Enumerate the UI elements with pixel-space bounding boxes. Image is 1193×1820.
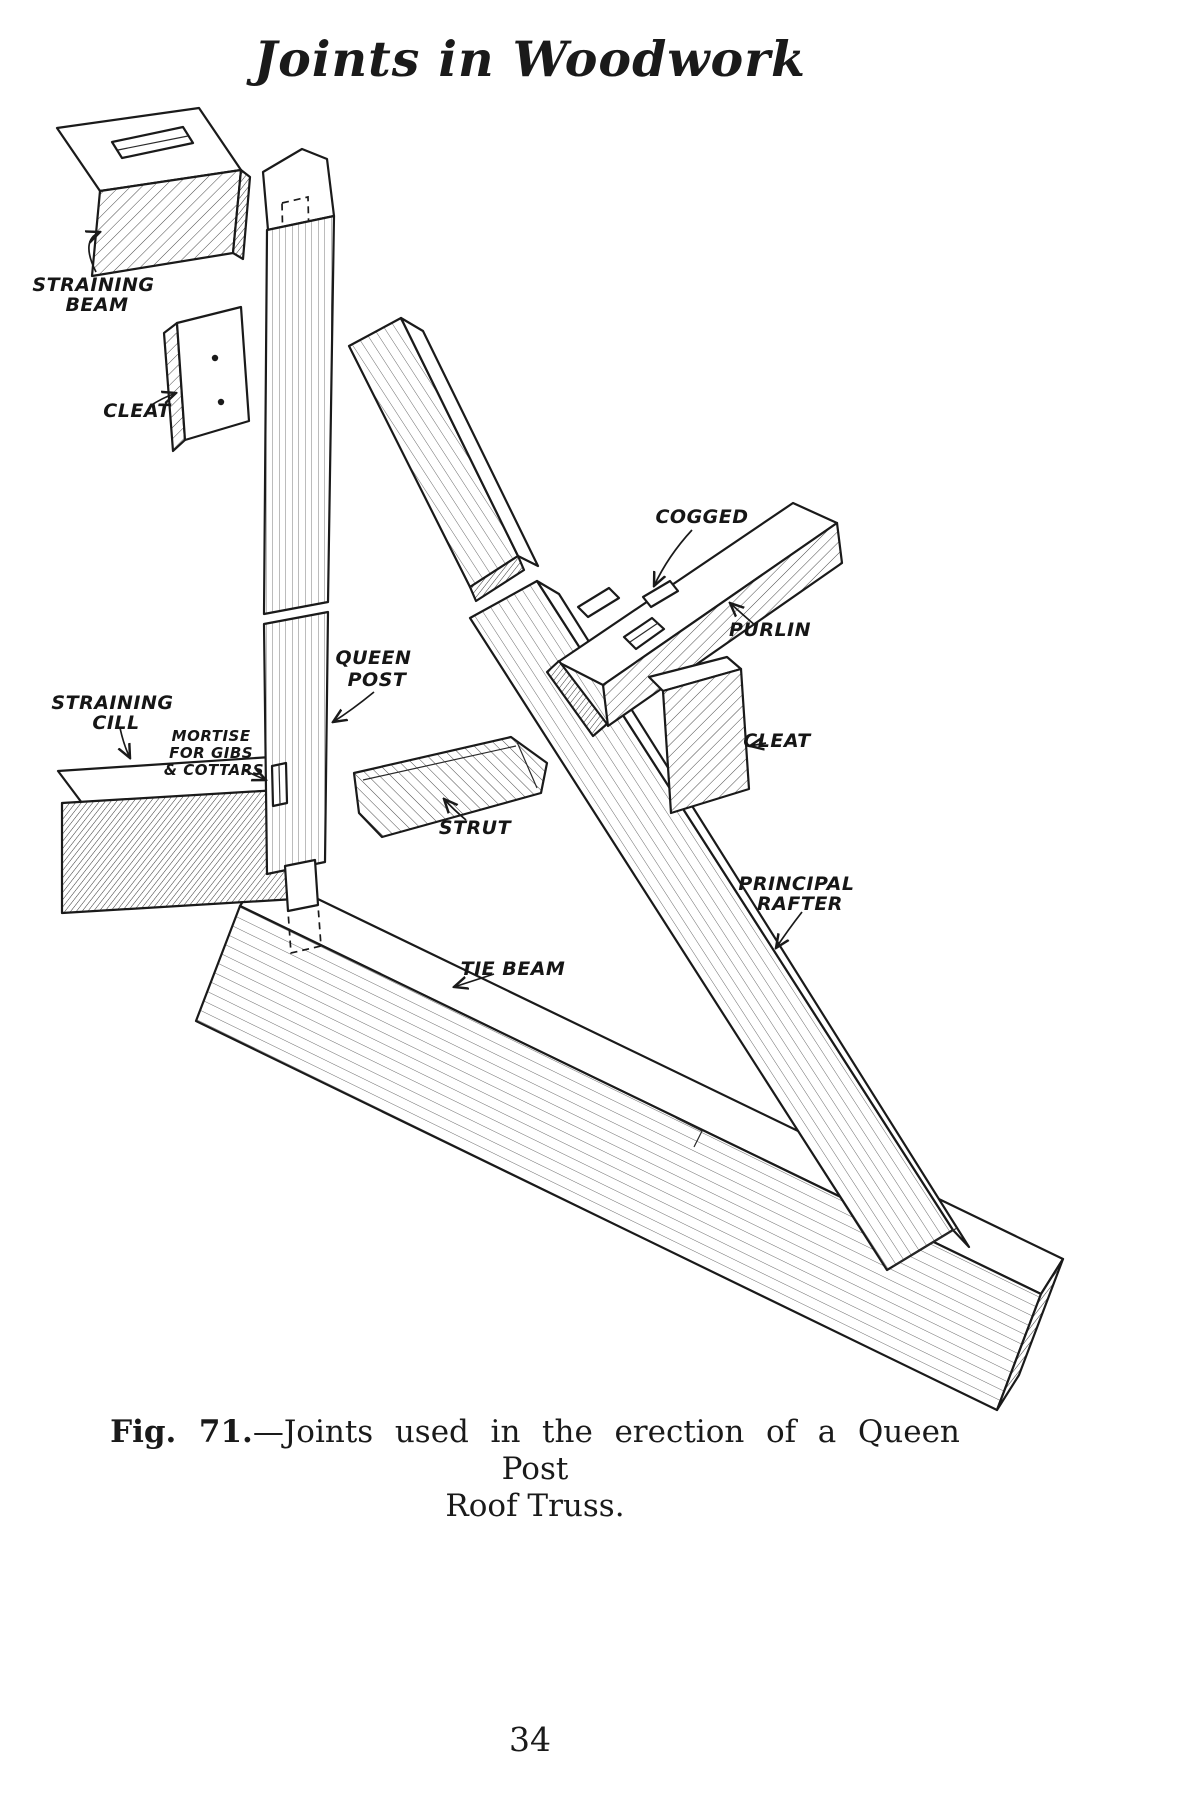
cleat-right-arrow xyxy=(750,743,767,746)
purlin-arrow xyxy=(730,603,757,627)
figure-caption: Fig. 71.—Joints used in the erection of … xyxy=(75,1414,995,1526)
caption-text: —Joints used in the erection of a Queen … xyxy=(252,1414,960,1488)
queen-post-head xyxy=(261,147,336,232)
queen-post-gib-mortise-line xyxy=(278,764,281,805)
label-straining-beam: STRAINING BEAM xyxy=(32,274,161,316)
straining-cill-front-face xyxy=(60,787,297,915)
label-cleat-right: CLEAT xyxy=(743,730,812,752)
label-straining-cill: STRAINING CILL xyxy=(51,692,180,734)
straining-cill-arrow xyxy=(120,727,130,758)
rafter-upper-top-face xyxy=(399,316,540,568)
straining-beam xyxy=(55,106,252,278)
cleat-left-bolt-hole-bottom xyxy=(217,398,225,406)
queen-post-shaft-lower xyxy=(262,610,330,876)
tie-beam xyxy=(194,870,1065,1412)
cog-wedge-left xyxy=(576,586,621,619)
straining-cill xyxy=(56,755,297,915)
mortise-arrow xyxy=(242,770,266,780)
cleat-left-front-face xyxy=(175,305,251,442)
queen-post-shaft-upper xyxy=(262,214,336,616)
principal-rafter-foot-line xyxy=(892,1227,958,1267)
label-principal-rafter: PRINCIPAL RAFTER xyxy=(738,873,861,915)
rafter-upper-segment xyxy=(347,316,540,603)
strut xyxy=(352,735,549,839)
label-mortise-note: MORTISE FOR GIBS & COTTARS xyxy=(164,727,264,779)
principal-rafter xyxy=(468,579,971,1272)
label-tie-beam: TIE BEAM xyxy=(461,958,566,980)
page-title: Joints in Woodwork xyxy=(254,30,806,88)
principal-rafter-arrow xyxy=(776,911,803,948)
cleat-left xyxy=(162,305,251,453)
strut-body xyxy=(352,735,549,839)
straining-beam-arrow xyxy=(89,232,100,273)
straining-beam-end-face xyxy=(231,168,252,261)
straining-beam-slot-line xyxy=(117,135,189,151)
caption-line-2: Roof Truss. xyxy=(445,1488,625,1525)
label-queen-post: QUEEN POST xyxy=(335,647,418,691)
cleat-left-bolt-hole-top xyxy=(211,354,219,362)
strut-bevel-line xyxy=(516,741,538,789)
tie-beam-end-face xyxy=(995,1257,1065,1412)
label-cleat-left: CLEAT xyxy=(103,400,172,422)
purlin-cog-notch-line xyxy=(629,622,659,643)
tie-beam-joint-notch xyxy=(675,1117,703,1148)
principal-rafter-top-face xyxy=(535,579,971,1249)
rafter-upper-end-face xyxy=(468,554,526,603)
cog-wedges xyxy=(576,579,680,619)
strut-edge-line xyxy=(362,745,517,781)
caption-figure-number: Fig. 71. xyxy=(110,1414,253,1450)
label-purlin: PURLIN xyxy=(729,619,811,641)
label-strut: STRUT xyxy=(439,817,513,839)
queen-post xyxy=(261,147,336,955)
figure-labels: STRAINING BEAM CLEAT QUEEN POST STRAININ… xyxy=(32,274,861,980)
caption-line-1: Fig. 71.—Joints used in the erection of … xyxy=(75,1414,995,1488)
cogged-arrow xyxy=(654,529,693,586)
queen-post-arrow xyxy=(333,691,375,722)
cleat-left-arrow xyxy=(149,393,176,407)
leader-arrows xyxy=(89,232,803,987)
cleat-right-front-face xyxy=(661,667,751,815)
purlin-end-face xyxy=(545,659,609,738)
label-cogged: COGGED xyxy=(655,506,748,528)
queen-post-tenon xyxy=(283,858,320,913)
cleat-right xyxy=(647,655,751,815)
tie-beam-arrow xyxy=(454,973,495,987)
strut-arrow xyxy=(444,799,467,821)
page-number: 34 xyxy=(509,1720,551,1759)
